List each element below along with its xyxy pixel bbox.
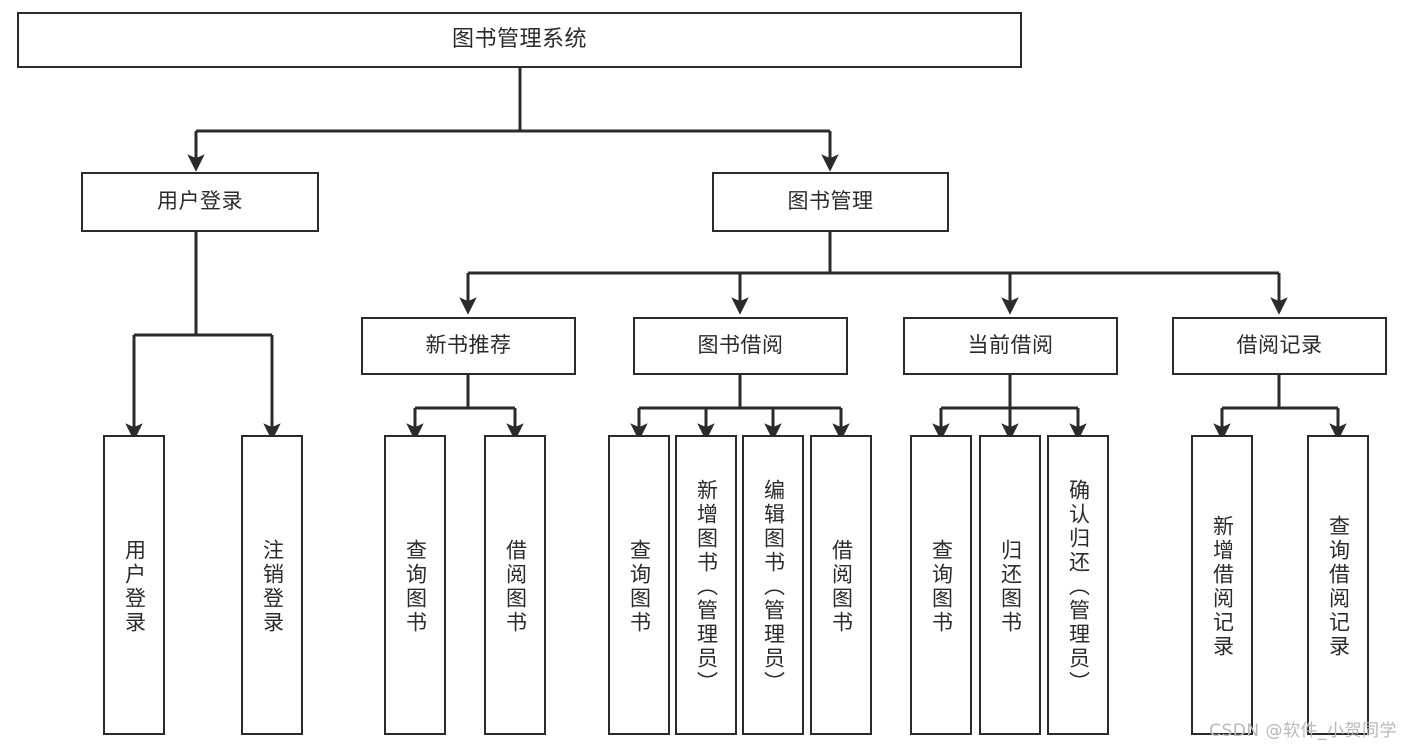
leaf-confirm-return-admin[interactable]: 确认归还（管理员）: [1047, 435, 1109, 735]
node-root[interactable]: 图书管理系统: [17, 12, 1022, 68]
leaf-borrow-book-2-label: 借阅图书: [829, 539, 854, 635]
leaf-query-borrow-record[interactable]: 查询借阅记录: [1307, 435, 1369, 735]
leaf-return-book[interactable]: 归还图书: [979, 435, 1041, 735]
node-user-login-label: 用户登录: [157, 189, 243, 214]
leaf-confirm-return-admin-label: 确认归还（管理员）: [1066, 479, 1091, 695]
leaf-add-book-admin[interactable]: 新增图书（管理员）: [675, 435, 737, 735]
node-borrow-record-label: 借阅记录: [1236, 333, 1323, 358]
leaf-query-book-1[interactable]: 查询图书: [384, 435, 446, 735]
leaf-logout-login[interactable]: 注销登录: [241, 435, 303, 735]
leaf-borrow-book-2[interactable]: 借阅图书: [810, 435, 872, 735]
leaf-borrow-book-1-label: 借阅图书: [503, 539, 528, 635]
node-new-book-recommend-label: 新书推荐: [425, 333, 512, 358]
node-book-manage[interactable]: 图书管理: [712, 172, 949, 232]
leaf-edit-book-admin-label: 编辑图书（管理员）: [761, 479, 786, 695]
leaf-borrow-book-1[interactable]: 借阅图书: [484, 435, 546, 735]
leaf-query-book-3[interactable]: 查询图书: [910, 435, 972, 735]
node-book-borrow[interactable]: 图书借阅: [633, 317, 848, 375]
leaf-query-book-3-label: 查询图书: [929, 539, 954, 635]
leaf-add-book-admin-label: 新增图书（管理员）: [694, 479, 719, 695]
watermark: CSDN @软件_小贺同学: [1209, 721, 1397, 741]
leaf-query-book-1-label: 查询图书: [403, 539, 428, 635]
leaf-query-book-2[interactable]: 查询图书: [608, 435, 670, 735]
node-user-login[interactable]: 用户登录: [81, 172, 319, 232]
leaf-user-login[interactable]: 用户登录: [103, 435, 165, 735]
leaf-logout-login-label: 注销登录: [260, 539, 285, 635]
node-current-borrow[interactable]: 当前借阅: [903, 317, 1118, 375]
leaf-add-borrow-record[interactable]: 新增借阅记录: [1191, 435, 1253, 735]
node-current-borrow-label: 当前借阅: [967, 333, 1054, 358]
leaf-query-book-2-label: 查询图书: [627, 539, 652, 635]
node-book-manage-label: 图书管理: [787, 189, 874, 214]
leaf-return-book-label: 归还图书: [998, 539, 1023, 635]
leaf-user-login-label: 用户登录: [122, 539, 147, 635]
node-root-label: 图书管理系统: [451, 26, 587, 52]
leaf-query-borrow-record-label: 查询借阅记录: [1326, 515, 1351, 659]
node-book-borrow-label: 图书借阅: [697, 333, 784, 358]
leaf-edit-book-admin[interactable]: 编辑图书（管理员）: [742, 435, 804, 735]
leaf-add-borrow-record-label: 新增借阅记录: [1210, 515, 1235, 659]
node-borrow-record[interactable]: 借阅记录: [1172, 317, 1387, 375]
node-new-book-recommend[interactable]: 新书推荐: [361, 317, 576, 375]
